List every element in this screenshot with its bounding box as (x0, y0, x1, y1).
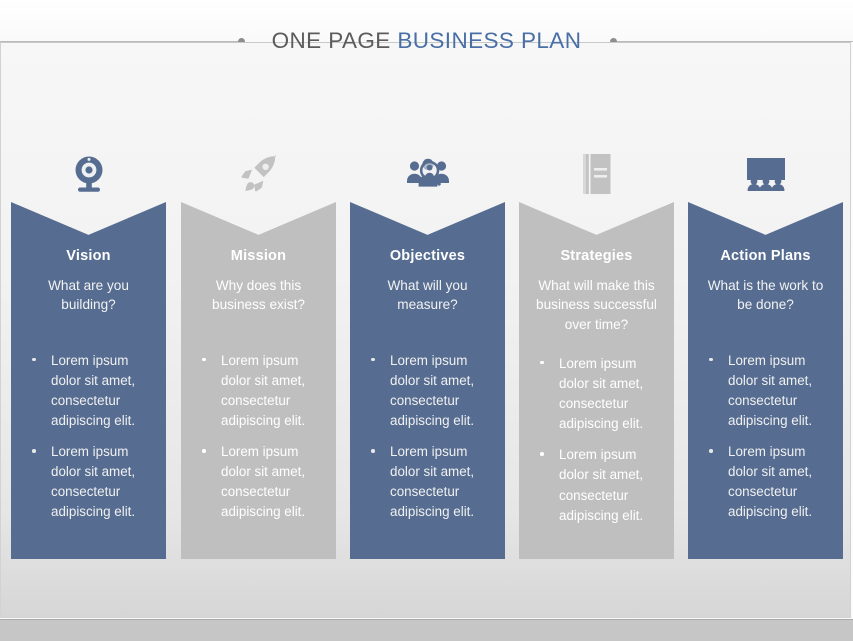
list-item: Lorem ipsum dolor sit amet, consectetur … (350, 351, 505, 431)
icon-row (1, 145, 850, 205)
title-dot-left (238, 38, 245, 45)
list-item: Lorem ipsum dolor sit amet, consectetur … (350, 442, 505, 522)
column-title-strategies: Strategies (560, 248, 633, 264)
column-mission[interactable]: Mission Why does this business exist? Lo… (181, 202, 336, 559)
icon-slot-action-plans (688, 145, 843, 203)
page-top-margin (0, 0, 853, 42)
title-dot-right (610, 38, 617, 45)
bullet-list-action-plans: Lorem ipsum dolor sit amet, consectetur … (688, 351, 843, 534)
column-subtitle-strategies: What will make this business successful … (536, 278, 657, 332)
list-item: Lorem ipsum dolor sit amet, consectetur … (11, 442, 166, 522)
book-icon (582, 154, 610, 194)
bullet-list-strategies: Lorem ipsum dolor sit amet, consectetur … (519, 354, 674, 537)
column-subtitle-objectives: What will you measure? (387, 278, 468, 313)
list-item: Lorem ipsum dolor sit amet, consectetur … (688, 351, 843, 431)
bullet-list-vision: Lorem ipsum dolor sit amet, consectetur … (11, 351, 166, 534)
column-subtitle-mission: Why does this business exist? (212, 278, 305, 313)
column-vision[interactable]: Vision What are you building? Lorem ipsu… (11, 202, 166, 559)
title-rule-left (0, 41, 240, 42)
column-title-vision: Vision (66, 248, 111, 264)
list-item: Lorem ipsum dolor sit amet, consectetur … (11, 351, 166, 431)
people-search-icon (406, 158, 449, 187)
column-subtitle-action-plans: What is the work to be done? (707, 278, 824, 313)
bullet-list-mission: Lorem ipsum dolor sit amet, consectetur … (181, 351, 336, 534)
bullet-list-objectives: Lorem ipsum dolor sit amet, consectetur … (350, 351, 505, 534)
column-action-plans[interactable]: Action Plans What is the work to be done… (688, 202, 843, 559)
title-rule-right (613, 41, 853, 42)
webcam-icon (75, 156, 102, 192)
list-item: Lorem ipsum dolor sit amet, consectetur … (519, 354, 674, 434)
icon-slot-objectives (350, 145, 505, 203)
column-title-objectives: Objectives (389, 248, 466, 264)
list-item: Lorem ipsum dolor sit amet, consectetur … (181, 442, 336, 522)
page-bottom-edge (0, 619, 853, 641)
column-title-action-plans: Action Plans (720, 248, 811, 264)
column-subtitle-vision: What are you building? (48, 278, 129, 313)
column-row: Vision What are you building? Lorem ipsu… (1, 43, 850, 617)
presentation-audience-icon (746, 158, 785, 191)
list-item: Lorem ipsum dolor sit amet, consectetur … (181, 351, 336, 431)
icon-slot-strategies (519, 145, 674, 203)
column-strategies[interactable]: Strategies What will make this business … (519, 202, 674, 559)
list-item: Lorem ipsum dolor sit amet, consectetur … (519, 445, 674, 525)
list-item: Lorem ipsum dolor sit amet, consectetur … (688, 442, 843, 522)
column-objectives[interactable]: Objectives What will you measure? Lorem … (350, 202, 505, 559)
rocket-icon (241, 154, 276, 192)
icon-slot-mission (181, 145, 336, 203)
icon-slot-vision (11, 145, 166, 203)
slide-frame: Vision What are you building? Lorem ipsu… (0, 42, 851, 618)
column-title-mission: Mission (230, 248, 287, 264)
